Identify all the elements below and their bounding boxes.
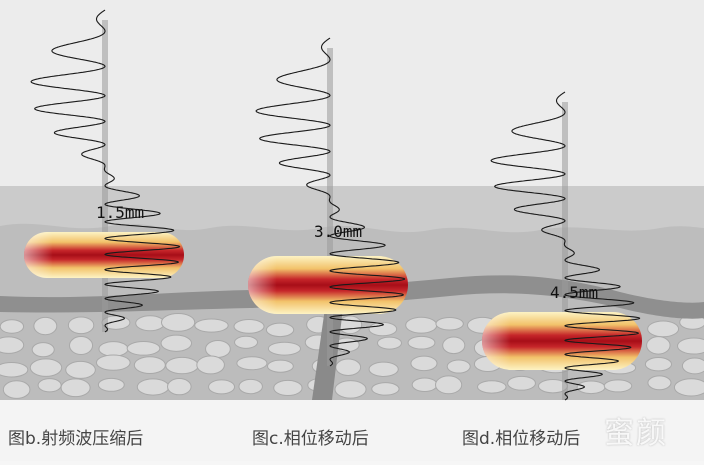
fat-cell bbox=[507, 375, 536, 391]
panel-d bbox=[482, 91, 642, 401]
heat-zone-glow-c bbox=[248, 256, 408, 314]
fat-cell bbox=[267, 341, 302, 356]
fat-cell bbox=[603, 379, 633, 393]
fat-cell bbox=[136, 378, 170, 396]
heat-zone-glow-d bbox=[482, 312, 642, 370]
wave-axis-d bbox=[562, 102, 568, 400]
fat-cell bbox=[33, 316, 58, 336]
panel-c bbox=[248, 37, 408, 367]
fat-cell bbox=[234, 335, 259, 349]
fat-cell bbox=[160, 312, 196, 332]
fat-cell bbox=[435, 375, 463, 395]
fat-cell bbox=[29, 358, 63, 377]
fat-cell bbox=[31, 342, 55, 358]
wave-axis-b bbox=[102, 20, 108, 332]
fat-cell bbox=[60, 378, 91, 398]
fat-cell bbox=[644, 357, 673, 372]
watermark-logo: 蜜颜 bbox=[604, 416, 668, 451]
fat-cell bbox=[446, 359, 471, 374]
fat-cell bbox=[411, 377, 438, 392]
heat-zone-glow-b bbox=[24, 232, 184, 278]
fat-cell bbox=[65, 360, 96, 379]
fat-cell bbox=[368, 361, 399, 377]
rf-wave-b bbox=[30, 9, 181, 333]
fat-cell bbox=[576, 380, 606, 395]
fat-cell bbox=[233, 319, 265, 334]
fat-cell bbox=[673, 378, 704, 397]
fat-cell bbox=[646, 336, 671, 355]
fat-cell bbox=[334, 380, 367, 399]
fat-cell bbox=[265, 322, 295, 338]
fat-cell bbox=[677, 337, 704, 355]
fat-cell bbox=[167, 378, 192, 396]
fat-cell bbox=[647, 375, 672, 391]
fat-cell bbox=[208, 379, 236, 395]
fat-cell bbox=[0, 336, 25, 354]
fat-cell bbox=[376, 336, 402, 350]
rf-wave-c bbox=[255, 37, 406, 367]
caption-band bbox=[0, 400, 704, 461]
panel-c-depth-label: 3.0mm bbox=[314, 222, 363, 241]
fat-cell bbox=[368, 321, 398, 337]
fat-cell bbox=[477, 380, 507, 394]
fat-cell bbox=[37, 378, 62, 393]
fat-cell bbox=[194, 318, 229, 333]
fat-cell bbox=[135, 315, 165, 332]
fat-cell bbox=[205, 339, 231, 358]
panel-b-caption: 图b.射频波压缩后 bbox=[8, 429, 144, 449]
fat-cell bbox=[410, 355, 438, 372]
fat-cell bbox=[405, 316, 438, 334]
rf-wave-d bbox=[490, 91, 641, 401]
panel-b-depth-label: 1.5mm bbox=[96, 203, 145, 222]
fat-cell bbox=[338, 315, 363, 335]
fat-cell bbox=[95, 354, 131, 371]
panel-d-depth-label: 4.5mm bbox=[550, 283, 599, 302]
wave-axis-c bbox=[327, 48, 333, 366]
fat-cell bbox=[267, 359, 294, 373]
fat-cell bbox=[238, 378, 263, 395]
panel-d-caption: 图d.相位移动后 bbox=[462, 429, 581, 449]
fat-cell bbox=[160, 334, 193, 352]
fat-cell bbox=[442, 336, 466, 355]
panel-c-caption: 图c.相位移动后 bbox=[252, 429, 369, 449]
fat-cell bbox=[0, 319, 25, 334]
fat-cell bbox=[335, 358, 362, 376]
fat-cell bbox=[273, 379, 303, 397]
fat-cell bbox=[98, 341, 129, 357]
fat-cell bbox=[681, 357, 704, 375]
fat-cell bbox=[133, 356, 166, 374]
panel-b bbox=[24, 9, 184, 333]
fat-cell bbox=[0, 361, 29, 378]
fat-cell bbox=[407, 335, 436, 350]
fat-cell bbox=[236, 356, 268, 371]
fat-cell bbox=[2, 380, 31, 399]
fat-cell bbox=[371, 382, 400, 396]
fat-cell bbox=[165, 356, 199, 375]
fat-cell bbox=[126, 341, 161, 356]
fat-cell bbox=[647, 320, 680, 338]
fat-cell bbox=[68, 336, 94, 356]
fat-cell bbox=[67, 316, 95, 335]
fat-cell bbox=[196, 355, 225, 375]
fat-cell bbox=[435, 317, 464, 331]
fat-cell bbox=[97, 377, 125, 392]
